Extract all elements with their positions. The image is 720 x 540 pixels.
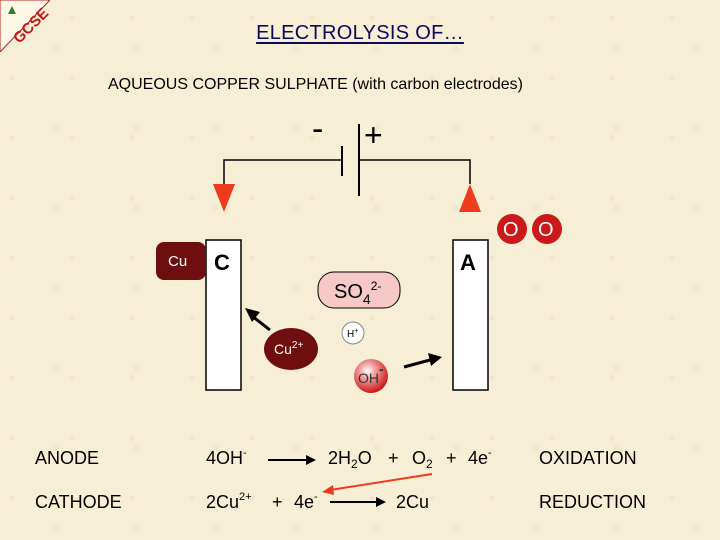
cathode-label: CATHODE bbox=[35, 492, 122, 512]
anode-product-oxygen: O2 bbox=[412, 448, 433, 471]
electron-link-arrowhead-icon bbox=[322, 485, 334, 495]
hydrogen-ion bbox=[341, 321, 365, 345]
cathode-product-copper: 2Cu bbox=[396, 492, 430, 512]
anode-reaction-arrowhead-icon bbox=[306, 455, 316, 465]
anode-plus-1: + bbox=[388, 448, 399, 468]
subtitle: AQUEOUS COPPER SULPHATE (with carbon ele… bbox=[108, 76, 523, 93]
cathode-reaction-arrowhead-icon bbox=[376, 497, 386, 507]
anode-plus-2: + bbox=[446, 448, 457, 468]
hydrogen-ion-label: H+ bbox=[347, 328, 358, 340]
copper-ion-arrowhead-icon bbox=[245, 308, 260, 322]
cathode-plus: + bbox=[272, 492, 283, 512]
battery-negative-sign: - bbox=[312, 110, 323, 148]
copper-deposit-label: Cu bbox=[168, 253, 187, 270]
cathode-arrow-down-icon bbox=[213, 184, 235, 212]
cathode-electrode bbox=[205, 239, 242, 391]
cathode-reactant-copper-ion: 2Cu2+ bbox=[206, 491, 252, 513]
anode-product-electrons: 4e- bbox=[468, 447, 492, 469]
copper-ion-arrow bbox=[251, 314, 271, 332]
oxygen-atom bbox=[532, 214, 562, 244]
gcse-logo: GCSE bbox=[0, 0, 50, 52]
sulphate-ion-label: SO42- bbox=[334, 279, 381, 307]
anode-arrow-up-icon bbox=[459, 184, 481, 212]
copper-deposit bbox=[156, 242, 206, 280]
anode-label: ANODE bbox=[35, 448, 100, 468]
tree-icon bbox=[8, 6, 16, 14]
oxygen-atom-label: O bbox=[503, 219, 519, 241]
circuit-wire bbox=[223, 159, 471, 184]
page-title: ELECTROLYSIS OF… bbox=[256, 22, 464, 44]
cathode-letter: C bbox=[214, 250, 230, 275]
reduction-label: REDUCTION bbox=[539, 492, 646, 512]
anode-product-water: 2H2O bbox=[328, 448, 372, 471]
cathode-reactant-electrons: 4e- bbox=[294, 491, 318, 513]
copper-ion-label: Cu2+ bbox=[274, 340, 303, 357]
hydroxide-ion-arrow bbox=[403, 358, 431, 369]
anode-electrode bbox=[452, 239, 489, 391]
copper-ion bbox=[264, 328, 318, 370]
battery-positive-sign: + bbox=[364, 117, 383, 153]
sulphate-ion bbox=[317, 271, 401, 309]
electron-link-arrow bbox=[329, 473, 433, 491]
anode-letter: A bbox=[460, 250, 476, 275]
oxygen-atom bbox=[497, 214, 527, 244]
anode-reactant: 4OH- bbox=[206, 447, 247, 469]
oxidation-label: OXIDATION bbox=[539, 448, 637, 468]
oxygen-atom-label: O bbox=[538, 219, 554, 241]
hydroxide-ion-arrowhead-icon bbox=[428, 353, 442, 366]
hydroxide-ion-label: OH- bbox=[358, 361, 384, 386]
hydroxide-ion bbox=[354, 359, 388, 393]
